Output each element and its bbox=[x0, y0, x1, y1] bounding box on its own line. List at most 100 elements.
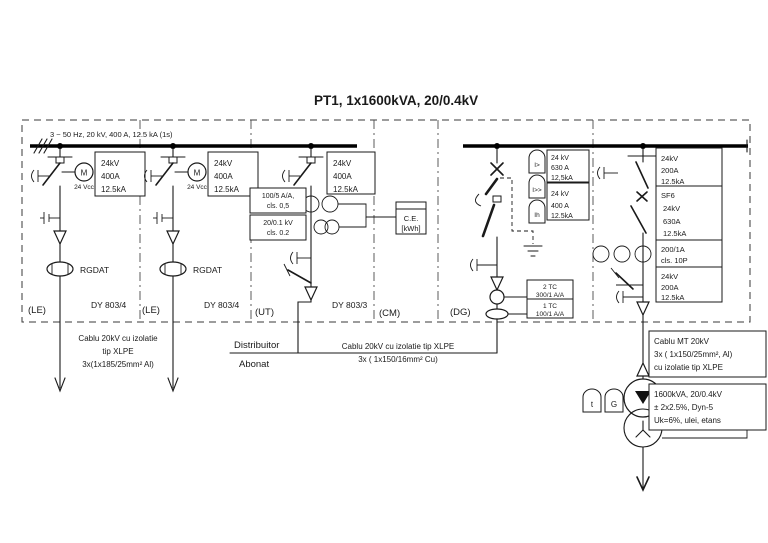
relay-box bbox=[528, 174, 546, 199]
relay-box bbox=[528, 149, 546, 174]
vt-ratio-line: cls. 0.2 bbox=[267, 230, 289, 237]
ct-ratio-line: cls. 0,5 bbox=[267, 203, 289, 210]
rating-line: 12.5kA bbox=[333, 185, 359, 194]
voltage-test-point-icon bbox=[282, 169, 300, 183]
rating-line: 24 kV bbox=[551, 155, 569, 162]
spec-connector-line bbox=[662, 430, 748, 439]
tc-line: 1 TC bbox=[543, 303, 557, 310]
meter-unit-label: [kWh] bbox=[401, 224, 420, 233]
cable-head-arrow-icon bbox=[490, 276, 504, 292]
cell-ut: 24kV 400A 12.5kA 100/5 A/A, cls. 0,5 20/… bbox=[249, 143, 396, 354]
rating-line: SF6 bbox=[661, 191, 675, 200]
cell-rating-box bbox=[546, 182, 590, 221]
owner-top-label: Distribuitor bbox=[234, 340, 279, 351]
spec-line: Uk=6%, ulei, etans bbox=[654, 416, 721, 425]
motor-drive-icon bbox=[74, 162, 94, 182]
bus-junction-dot bbox=[57, 143, 63, 149]
cable-left-label: Cablu 20kV cu izolatie tip XLPE 3x(1x185… bbox=[78, 334, 158, 369]
cable-head-arrow-icon bbox=[166, 230, 180, 246]
motor-supply-label: 24 Vcc bbox=[74, 184, 95, 191]
rating-line: 630A bbox=[663, 217, 681, 226]
bus-junction-dot bbox=[308, 143, 314, 149]
earth-switch-icon bbox=[610, 267, 643, 290]
cell-type: DY 803/4 bbox=[91, 300, 127, 310]
sensor-label: RGDAT bbox=[80, 265, 109, 275]
breaker-icon bbox=[636, 191, 648, 202]
rating-line: 24kV bbox=[214, 159, 233, 168]
earth-test-point-icon bbox=[153, 212, 173, 224]
rating-line: 200/1A bbox=[661, 245, 685, 254]
rating-line: 12.5kA bbox=[101, 185, 127, 194]
cable-mt-line: Cablu MT 20kV bbox=[654, 337, 710, 346]
switch-blade-icon bbox=[484, 177, 499, 196]
breaker-rating-box bbox=[546, 149, 590, 183]
rating-line: 12.5kA bbox=[214, 185, 240, 194]
cell-transformer: 24kV 200A 12.5kA SF6 24kV 630A 12.5kA 20… bbox=[592, 143, 723, 323]
vt-ratio-line: 20/0.1 kV bbox=[263, 220, 293, 227]
outgoing-cable-line bbox=[297, 299, 312, 354]
ct-icon bbox=[489, 289, 505, 305]
rating-line: 12.5kA bbox=[661, 293, 684, 302]
rating-line: 400 A bbox=[551, 203, 569, 210]
cell-tag: (DG) bbox=[450, 307, 471, 318]
rating-line: 400A bbox=[101, 172, 120, 181]
cell-tag: (LE) bbox=[28, 305, 46, 316]
transformer-group: t G Cablu MT 20kV 3x ( 1x150/25mm², Al) … bbox=[582, 321, 767, 492]
cable-middle-size: 3x ( 1x150/16mm² Cu) bbox=[358, 355, 438, 364]
relay-label: t bbox=[591, 400, 594, 409]
cell-type: DY 803/3 bbox=[332, 300, 368, 310]
cell-le2: M 24 Vcc RGDAT 24kV 400A 12.5kA (LE) DY … bbox=[142, 143, 259, 393]
owner-bottom-label: Abonat bbox=[239, 359, 269, 370]
motor-drive-icon bbox=[187, 162, 207, 182]
rating-line: 200A bbox=[661, 166, 679, 175]
cell-tag: (UT) bbox=[255, 307, 274, 318]
cable-left-line: 3x(1x185/25mm² Al) bbox=[82, 360, 154, 369]
delta-winding-icon bbox=[635, 391, 651, 404]
voltage-test-point-icon bbox=[597, 166, 618, 180]
wye-winding-icon bbox=[635, 420, 651, 438]
cable-left-line: Cablu 20kV cu izolatie bbox=[78, 334, 158, 343]
voltage-test-point-icon bbox=[144, 169, 163, 183]
earth-switch-icon bbox=[283, 263, 312, 284]
cable-middle-label: Cablu 20kV cu izolatie tip XLPE bbox=[342, 342, 455, 351]
relay-label: G bbox=[611, 400, 617, 409]
earth-test-point-icon bbox=[290, 251, 311, 265]
cell-tag: (LE) bbox=[142, 305, 160, 316]
bus-hatch-icon bbox=[33, 138, 43, 154]
busbar-label: 3 ~ 50 Hz, 20 kV, 400 A, 12.5 kA (1s) bbox=[50, 130, 173, 139]
earth-test-point-icon bbox=[40, 212, 60, 224]
disconnector-blade-icon bbox=[155, 162, 174, 186]
breaker-icon bbox=[490, 162, 504, 176]
cell-type: DY 803/4 bbox=[204, 300, 240, 310]
temperature-relay-box bbox=[582, 388, 602, 413]
cable-head-arrow-icon bbox=[53, 230, 67, 246]
rating-line: 24kV bbox=[661, 154, 678, 163]
operating-handle-icon bbox=[475, 193, 482, 207]
transformer-spec-box bbox=[648, 383, 767, 431]
ct-icon bbox=[613, 245, 631, 263]
sensor-label: RGDAT bbox=[193, 265, 222, 275]
bus-junction-dot bbox=[170, 143, 176, 149]
relay-boxes: I> I>> Ih bbox=[528, 149, 546, 224]
cell-le1: M 24 Vcc RGDAT 24kV 400A 12.5kA (LE) DY … bbox=[28, 143, 146, 393]
switch-blade-icon bbox=[630, 205, 647, 234]
ownership-boundary: Distribuitor Abonat Cablu 20kV cu izolat… bbox=[229, 340, 498, 370]
gas-relay-box bbox=[604, 388, 624, 413]
cable-head-arrow-icon bbox=[304, 286, 318, 302]
motor-supply-label: 24 Vcc bbox=[187, 184, 208, 191]
rating-box bbox=[326, 151, 376, 195]
spec-line: 1600kVA, 20/0.4kV bbox=[654, 390, 723, 399]
outgoing-cable-arrow-icon bbox=[167, 377, 179, 393]
relay-label: Ih bbox=[534, 212, 540, 219]
energy-meter-box bbox=[395, 201, 427, 235]
relay-label: I> bbox=[534, 162, 540, 169]
cell-tag: (CM) bbox=[379, 308, 400, 319]
rating-line: 200A bbox=[661, 283, 679, 292]
switch-blade-icon bbox=[481, 203, 496, 238]
vt-icon bbox=[324, 219, 340, 235]
rating-line: 24kV bbox=[661, 272, 678, 281]
ct-ratio-box bbox=[249, 187, 307, 214]
cable-end-arrow-icon bbox=[636, 361, 650, 377]
relay-box bbox=[528, 199, 546, 224]
metering-wire bbox=[338, 203, 396, 218]
